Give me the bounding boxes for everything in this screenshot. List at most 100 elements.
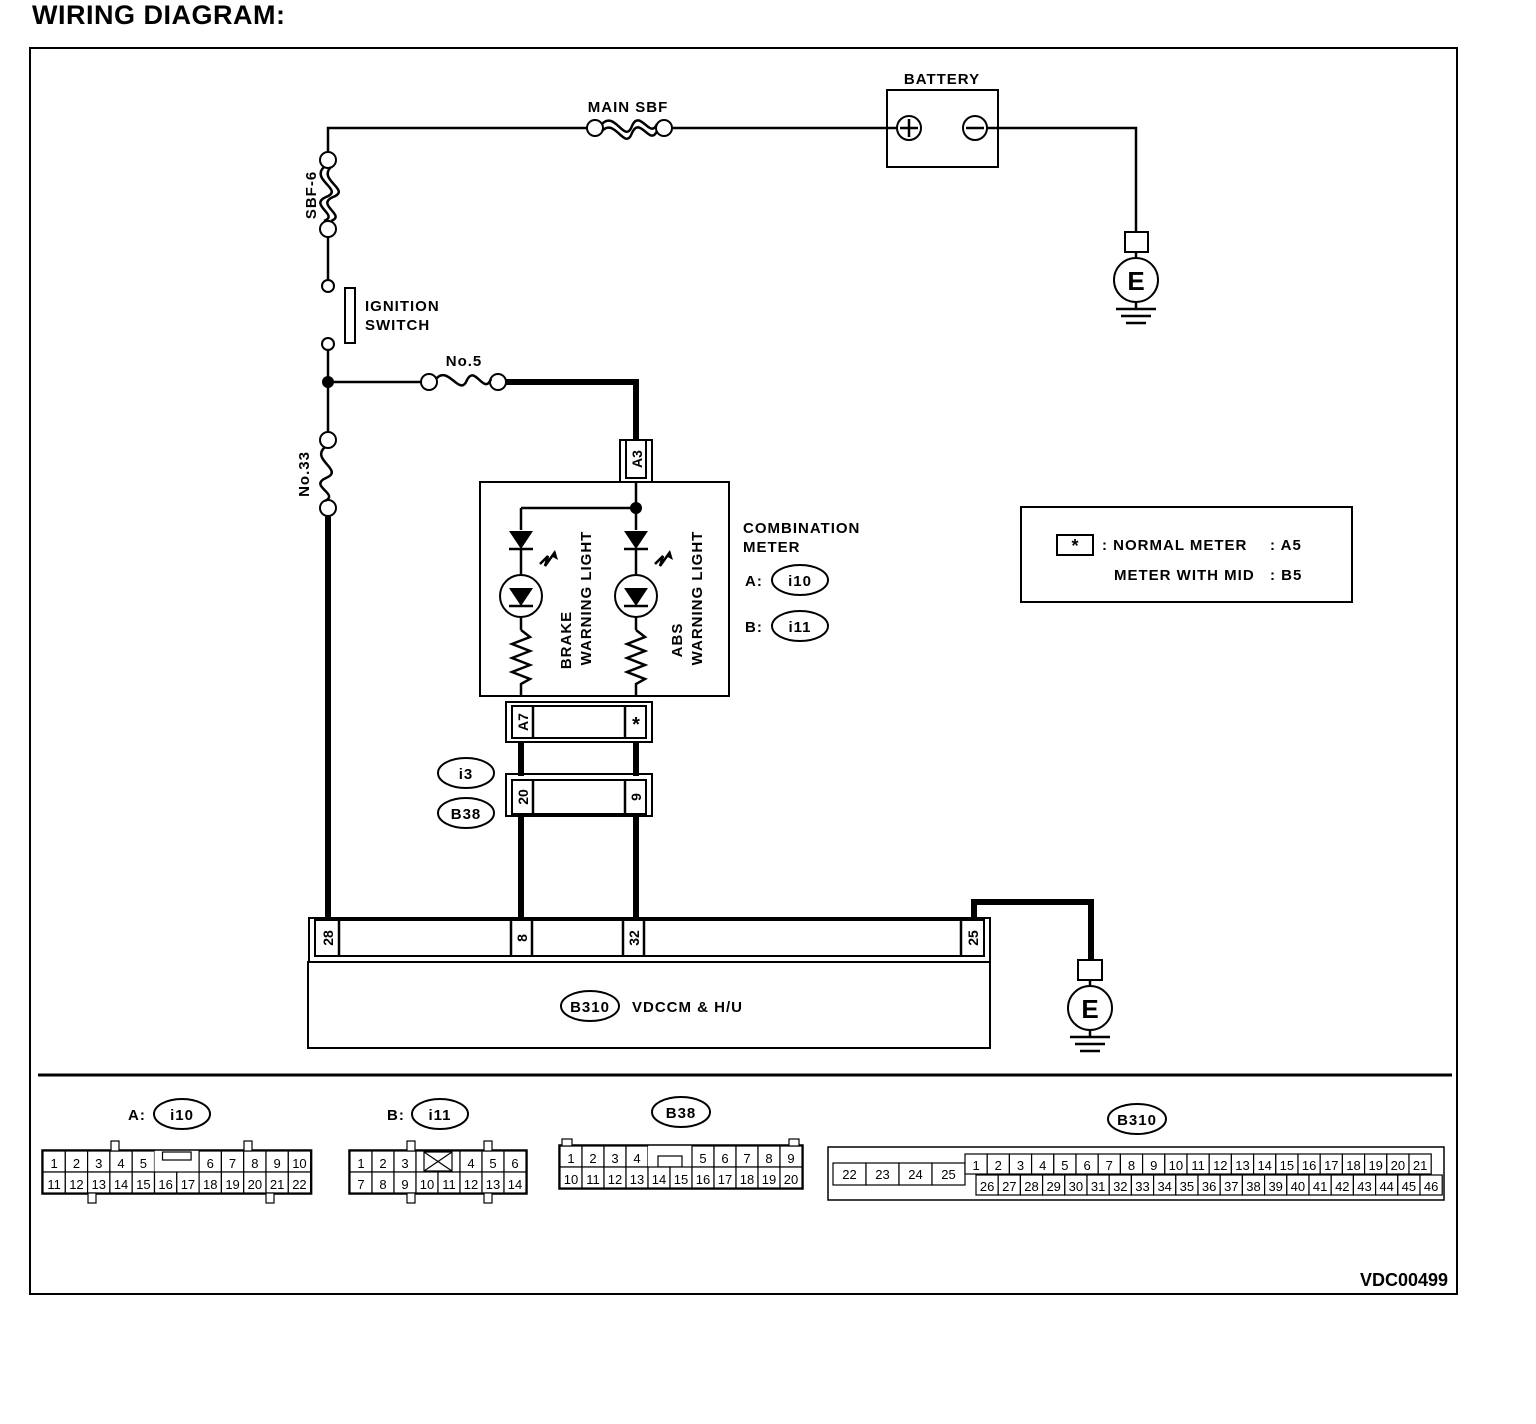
connector-pin-number: 42 <box>1335 1179 1349 1194</box>
connector-pin-number: 8 <box>251 1156 258 1171</box>
intermediate-connector: 20 9 <box>505 773 653 817</box>
brake-warning-light-label: BRAKE WARNING LIGHT <box>558 531 595 670</box>
connector-pin-number: 5 <box>699 1151 706 1166</box>
connector-pin-number: 18 <box>1346 1158 1360 1173</box>
connector-pin-number: 7 <box>1106 1158 1113 1173</box>
connector-pin-number: 13 <box>1235 1158 1249 1173</box>
main-sbf-fuse: MAIN SBF <box>586 99 673 141</box>
connector-pin-number: 11 <box>1191 1158 1205 1173</box>
svg-text:B310: B310 <box>1117 1112 1157 1129</box>
abs-warning-light-label: ABS WARNING LIGHT <box>669 531 706 666</box>
svg-text:B310: B310 <box>570 999 610 1016</box>
vdc-connector: 28 8 32 25 <box>308 917 991 963</box>
vdc-unit-label: B310 VDCCM & H/U <box>560 990 743 1022</box>
connector-pin-number: 30 <box>1069 1179 1083 1194</box>
connector-pin-number: 8 <box>1128 1158 1135 1173</box>
connector-pin-number: 15 <box>674 1172 688 1187</box>
fuse-no5: No.5 <box>420 353 507 391</box>
connector-pin-number: 9 <box>274 1156 281 1171</box>
connector-pin-number: 10 <box>292 1156 306 1171</box>
svg-text:BATTERY: BATTERY <box>904 71 980 88</box>
diagram-frame <box>29 47 1458 1295</box>
svg-text:METER WITH MID: METER WITH MID <box>1114 567 1255 584</box>
connector-pin-number: 25 <box>941 1167 955 1182</box>
svg-text:i11: i11 <box>788 619 811 636</box>
connector-pin-number: 31 <box>1091 1179 1105 1194</box>
svg-text:B:: B: <box>745 619 763 636</box>
connector-pin-number: 2 <box>995 1158 1002 1173</box>
wire-intermediate-vdc <box>518 816 639 920</box>
connector-pin-number: 1 <box>51 1156 58 1171</box>
svg-text:: A5: : A5 <box>1270 537 1302 554</box>
svg-text:E: E <box>1127 266 1144 296</box>
svg-text:No.5: No.5 <box>446 353 483 370</box>
svg-text:20: 20 <box>515 789 531 805</box>
connector-pin-number: 15 <box>136 1177 150 1192</box>
ground-vdc: E <box>1067 959 1113 1053</box>
connector-pin-number: 40 <box>1291 1179 1305 1194</box>
connector-pin-number: 1 <box>972 1158 979 1173</box>
svg-text:A7: A7 <box>515 713 531 731</box>
connector-pin-number: 3 <box>611 1151 618 1166</box>
connector-pin-number: 3 <box>401 1156 408 1171</box>
svg-text:B:: B: <box>387 1107 405 1124</box>
connector-pin-number: 11 <box>586 1172 600 1187</box>
svg-text:A:: A: <box>745 573 763 590</box>
connector-pin-number: 19 <box>762 1172 776 1187</box>
svg-text:SBF-6: SBF-6 <box>303 171 320 219</box>
connector-pin-number: 2 <box>589 1151 596 1166</box>
connector-pin-number: 14 <box>652 1172 666 1187</box>
connector-pin-number: 4 <box>633 1151 640 1166</box>
wire-battery-ground <box>987 126 1138 232</box>
svg-text:*: * <box>1071 536 1078 556</box>
connector-pin-number: 14 <box>508 1177 522 1192</box>
connector-pin-number: 12 <box>1213 1158 1227 1173</box>
connector-pin-cell <box>503 1171 527 1194</box>
connector-pin-number: 1 <box>357 1156 364 1171</box>
meter-connector-a: A: i10 <box>745 564 829 596</box>
connector-pin-number: 8 <box>765 1151 772 1166</box>
connector-pin-number: 17 <box>718 1172 732 1187</box>
ignition-switch: IGNITION SWITCH <box>321 279 440 351</box>
svg-text:SWITCH: SWITCH <box>365 317 430 334</box>
svg-text:No.33: No.33 <box>296 451 313 497</box>
svg-text:i3: i3 <box>459 766 474 783</box>
connector-pin-number: 11 <box>47 1177 61 1192</box>
svg-text:IGNITION: IGNITION <box>365 298 440 315</box>
svg-text:32: 32 <box>626 930 642 946</box>
svg-text:COMBINATION: COMBINATION <box>743 520 860 537</box>
connector-pin-number: 2 <box>73 1156 80 1171</box>
connector-pin-number: 15 <box>1280 1158 1294 1173</box>
connector-pin-number: 19 <box>1368 1158 1382 1173</box>
connector-pin-number: 29 <box>1046 1179 1060 1194</box>
brake-warning-light <box>499 531 558 696</box>
connector-pin-cell <box>1419 1174 1443 1196</box>
svg-text:8: 8 <box>514 934 530 942</box>
connector-header-i11: B: i11 <box>387 1098 469 1130</box>
connector-pin-number: 41 <box>1313 1179 1327 1194</box>
connector-header-b310: B310 <box>1107 1103 1167 1135</box>
connector-pin-number: 7 <box>743 1151 750 1166</box>
svg-text:: NORMAL METER: : NORMAL METER <box>1102 537 1247 554</box>
connector-pin-number: 44 <box>1379 1179 1393 1194</box>
wire-vdc-ground <box>971 899 1094 960</box>
connector-pin-number: 7 <box>229 1156 236 1171</box>
svg-text:9: 9 <box>628 793 644 801</box>
connector-pin-number: 24 <box>908 1167 922 1182</box>
connector-pin-number: 6 <box>511 1156 518 1171</box>
connector-pin-number: 16 <box>158 1177 172 1192</box>
connector-pin-number: 19 <box>225 1177 239 1192</box>
svg-text:i10: i10 <box>788 573 812 590</box>
connector-pin-number: 36 <box>1202 1179 1216 1194</box>
connector-pin-number: 46 <box>1424 1179 1438 1194</box>
svg-text:: B5: : B5 <box>1270 567 1302 584</box>
svg-text:BRAKE: BRAKE <box>558 611 575 669</box>
svg-text:VDCCM & H/U: VDCCM & H/U <box>632 999 743 1016</box>
meter-output-connector: A7 * <box>505 701 653 743</box>
intermediate-connector-b38: B38 <box>437 797 495 829</box>
intermediate-connector-i3: i3 <box>437 757 495 789</box>
connector-pin-number: 13 <box>630 1172 644 1187</box>
